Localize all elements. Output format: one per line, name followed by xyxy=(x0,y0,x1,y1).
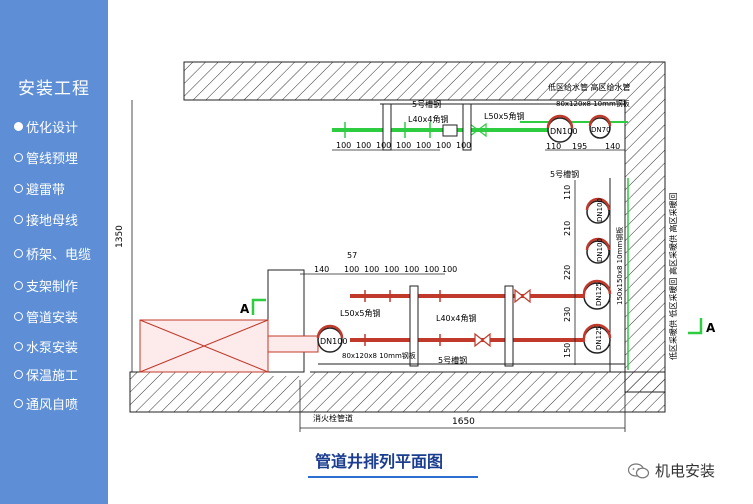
label-right-pipe-4: DN125 xyxy=(595,326,603,350)
dim-right-v-3: 220 xyxy=(563,265,572,280)
watermark-text: 机电安装 xyxy=(655,462,716,480)
label-angle-bottom: L40x4角钢 xyxy=(436,313,476,323)
label-channel5-right: 5号槽钢 xyxy=(550,169,579,179)
dim-top-1: 100 xyxy=(336,141,351,150)
wechat-icon xyxy=(628,462,650,478)
dimension-lines xyxy=(131,100,626,432)
menu-item-label: 保温施工 xyxy=(26,368,79,384)
dim-mid-2: 57 xyxy=(347,251,357,260)
menu-item-tray-cable[interactable]: 桥架、电缆 xyxy=(14,242,91,264)
section-label-left: A xyxy=(240,302,250,316)
dim-mid-3: 100 xyxy=(344,265,359,274)
menu-item-label: 接地母线 xyxy=(26,213,79,229)
sidebar-menu: 安装工程 优化设计 管线预埋 避雷带 接地母线 桥架、电缆 支架制作 管道安装 … xyxy=(0,0,108,504)
top-pipe-dn70 xyxy=(588,114,612,139)
label-channel5-bottom: 5号槽钢 xyxy=(438,355,467,365)
sidebar-title: 安装工程 xyxy=(18,79,90,99)
menu-item-lightning-belt[interactable]: 避雷带 xyxy=(14,177,65,199)
menu-item-optimize-design[interactable]: 优化设计 xyxy=(14,115,78,137)
menu-item-label: 水泵安装 xyxy=(26,340,79,356)
menu-item-label: 管道安装 xyxy=(26,310,79,326)
section-marker-left: A xyxy=(240,298,266,316)
dim-right-top-3: 140 xyxy=(605,142,620,151)
bullet-icon xyxy=(14,121,23,131)
caption-underline xyxy=(308,476,478,478)
dim-right-top-1: 110 xyxy=(546,142,561,151)
menu-item-insulation[interactable]: 保温施工 xyxy=(14,363,78,385)
bullet-icon xyxy=(14,183,23,193)
bullet-icon xyxy=(14,152,23,162)
menu-item-conduit-embed[interactable]: 管线预埋 xyxy=(14,146,78,168)
menu-item-ground-bus[interactable]: 接地母线 xyxy=(14,208,78,230)
label-fire-pipe: 消火栓管道 xyxy=(313,413,353,423)
label-dim-1350: 1350 xyxy=(115,225,125,248)
menu-item-label: 避雷带 xyxy=(26,182,66,198)
label-bottom-plate: 80x120x8 10mm钢板 xyxy=(342,351,416,360)
menu-item-label: 管线预埋 xyxy=(26,151,79,167)
dim-right-v-1: 110 xyxy=(563,185,572,200)
bottom-wall xyxy=(129,371,666,413)
section-label-right: A xyxy=(706,321,716,335)
dim-right-v-4: 230 xyxy=(563,307,572,322)
label-angle50-top: L50x5角钢 xyxy=(484,111,524,121)
dim-top-6: 100 xyxy=(436,141,451,150)
right-riser-pipes xyxy=(582,178,629,372)
label-dim-1650: 1650 xyxy=(452,417,475,427)
bullet-icon xyxy=(14,280,23,290)
menu-item-pump-install[interactable]: 水泵安装 xyxy=(14,335,78,357)
watermark: 机电安装 xyxy=(628,460,715,481)
dim-mid-7: 100 xyxy=(424,265,439,274)
dim-top-4: 100 xyxy=(396,141,411,150)
label-right-pipe-3: DN125 xyxy=(595,282,603,306)
menu-item-label: 优化设计 xyxy=(26,120,79,136)
column-block xyxy=(267,269,305,373)
dim-top-3: 100 xyxy=(376,141,391,150)
menu-item-label: 通风自喷 xyxy=(26,397,79,413)
dim-mid-6: 100 xyxy=(404,265,419,274)
bullet-icon xyxy=(14,248,23,258)
top-supply-pipes xyxy=(332,103,628,151)
dim-right-v-5: 150 xyxy=(563,343,572,358)
dim-top-2: 100 xyxy=(356,141,371,150)
label-dn100-top: DN100 xyxy=(550,127,577,136)
dim-top-5: 100 xyxy=(416,141,431,150)
dim-right-top-2: 195 xyxy=(572,142,587,151)
label-angle50-bottom: L50x5角钢 xyxy=(340,308,380,318)
dim-mid-8: 100 xyxy=(442,265,457,274)
label-right-pipe-1: DN100 xyxy=(596,198,604,222)
dim-right-v-2: 210 xyxy=(563,221,572,236)
menu-item-label: 支架制作 xyxy=(26,279,79,295)
pipe-shaft-plan-diagram: DN100 DN70 DN100 DN100 DN125 DN125 DN100 xyxy=(115,61,716,432)
bottom-wall-gap xyxy=(270,370,310,376)
label-right-side: 低区采暖供 低区采暖回 高区采暖供 高区采暖回 xyxy=(668,192,678,360)
label-dn70: DN70 xyxy=(591,126,611,134)
section-marker-right: A xyxy=(688,318,716,335)
menu-item-bracket[interactable]: 支架制作 xyxy=(14,274,78,296)
menu-item-label: 桥架、电缆 xyxy=(26,247,92,263)
label-top-plate: 80x120x8 10mm钢板 xyxy=(556,99,630,108)
dim-top-7: 100 xyxy=(456,141,471,150)
menu-item-pipe-install[interactable]: 管道安装 xyxy=(14,305,78,327)
bullet-icon xyxy=(14,369,23,379)
diagram-caption: 管道井排列平面图 xyxy=(315,452,444,471)
bullet-icon xyxy=(14,398,23,408)
menu-item-ventilation-sprinkler[interactable]: 通风自喷 xyxy=(14,392,78,414)
label-top-pipes: 低区给水管 高区给水管 xyxy=(548,82,631,92)
dim-mid-4: 100 xyxy=(364,265,379,274)
dim-mid-1: 140 xyxy=(314,265,329,274)
label-angle-top: L40x4角钢 xyxy=(408,114,448,124)
label-right-plate: 150x150x8 10mm钢板 xyxy=(615,227,624,305)
ventilation-duct xyxy=(139,319,319,373)
label-dn100-bottom: DN100 xyxy=(320,337,347,346)
dim-mid-5: 100 xyxy=(384,265,399,274)
label-right-pipe-2: DN100 xyxy=(596,238,604,262)
bottom-pipe-dn100 xyxy=(316,324,344,353)
bullet-icon xyxy=(14,311,23,321)
bullet-icon xyxy=(14,341,23,351)
bottom-hot-water-pipes xyxy=(318,285,625,367)
top-pipe-dn100 xyxy=(546,114,574,143)
bullet-icon xyxy=(14,214,23,224)
label-channel5-top: 5号槽钢 xyxy=(412,99,441,109)
